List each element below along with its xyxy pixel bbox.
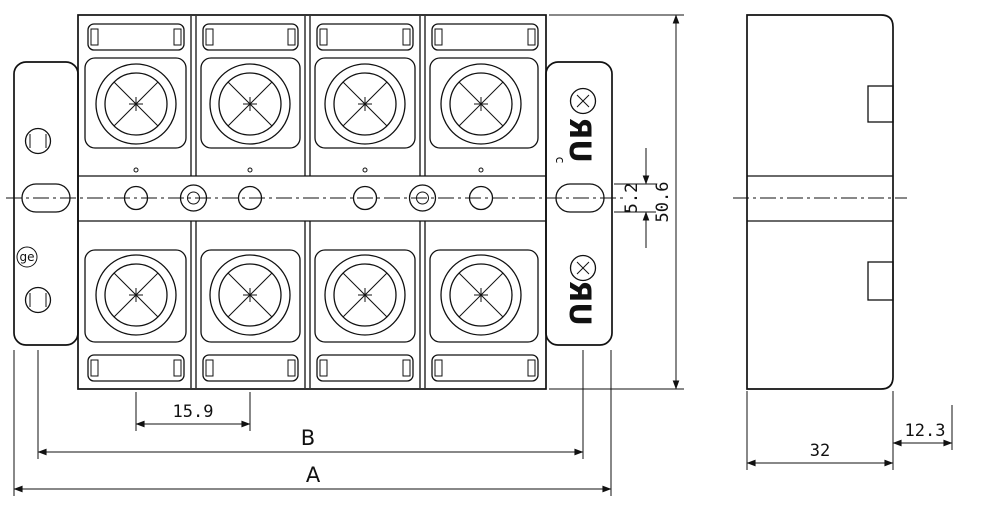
dim-text-slot: 5.2: [622, 183, 642, 214]
cert-mark-circle: [16, 246, 38, 268]
cert-mark-text: ge: [20, 250, 35, 264]
wire-channel-band: [78, 167, 546, 222]
dim-slot: 5.2: [614, 148, 656, 248]
dim-height: 50.6: [549, 14, 684, 390]
dim-text-height: 50.6: [653, 182, 673, 223]
assembly-screw-hole: [408, 184, 437, 212]
screw: [209, 63, 291, 145]
screw: [95, 254, 177, 336]
front-view: ge: [6, 14, 684, 496]
left-bottom-mounting-hole: [24, 286, 52, 314]
dim-pole-pitch: 15.9: [135, 392, 251, 431]
screw: [440, 254, 522, 336]
section-dividers: [190, 16, 426, 388]
terminal-screws-bottom: [95, 254, 522, 336]
side-latch-top: [867, 85, 894, 123]
screw: [95, 63, 177, 145]
bottom-clamp-strip: [87, 354, 539, 382]
dim-depth: 32: [746, 391, 894, 470]
side-view: 12.3 32: [733, 14, 953, 470]
assembly-screw-hole: [179, 184, 208, 212]
screw-cavities: [84, 57, 539, 343]
ul-logo-bottom: ЯU: [563, 280, 597, 326]
wire-entry-hole: [237, 185, 263, 211]
side-outline: [746, 14, 894, 390]
dim-text-pitch: 15.9: [173, 402, 214, 422]
dim-edge-offset: 12.3: [892, 391, 953, 470]
terminal-screws-top: [95, 63, 522, 145]
dim-a: A: [13, 350, 612, 496]
wire-entry-hole: [352, 185, 378, 211]
dim-text-b: B: [301, 426, 315, 450]
top-clamp-strip: [87, 23, 539, 51]
screw: [324, 63, 406, 145]
dim-b: B: [37, 350, 584, 459]
left-mounting-slot: [21, 183, 71, 213]
side-latch-bottom: [867, 261, 894, 301]
screw: [324, 254, 406, 336]
right-top-mounting-hole: [569, 87, 597, 115]
dim-text-offset: 12.3: [905, 421, 946, 441]
dim-text-depth: 32: [810, 441, 830, 461]
screw: [209, 254, 291, 336]
wire-entry-hole: [123, 185, 149, 211]
wire-entry-hole: [468, 185, 494, 211]
left-flange: ge: [13, 61, 79, 346]
housing-body: [77, 14, 547, 390]
ul-mark-bottom: ЯU: [563, 280, 597, 326]
ul-mark-top: c ЯU: [553, 117, 597, 163]
dim-text-a: A: [306, 463, 321, 487]
right-bottom-mounting-hole: [569, 254, 597, 282]
ul-logo-top: ЯU: [563, 117, 597, 163]
right-mounting-slot: [555, 183, 605, 213]
screw: [440, 63, 522, 145]
left-top-mounting-hole: [24, 127, 52, 155]
ul-c-prefix: c: [553, 157, 567, 164]
